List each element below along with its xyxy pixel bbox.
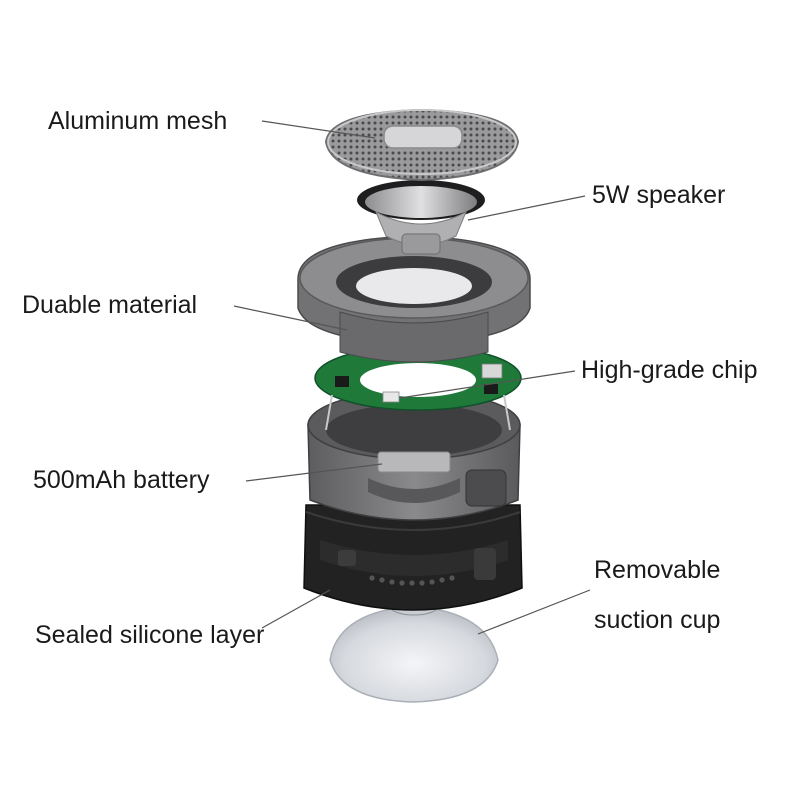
battery-housing-part	[307, 390, 521, 521]
leader-line-silicone	[261, 589, 331, 629]
leader-line-battery	[245, 463, 383, 482]
label-suction-cup-line1: Removable	[594, 556, 721, 584]
label-chip: High-grade chip	[581, 356, 758, 384]
label-suction-cup-line2: suction cup	[594, 606, 721, 634]
label-battery: 500mAh battery	[33, 466, 210, 494]
durable-ring-part	[297, 235, 531, 363]
leader-line-suction	[477, 589, 591, 635]
aluminum-mesh-part	[324, 108, 520, 182]
leader-line-mesh	[261, 120, 376, 139]
label-aluminum-mesh: Aluminum mesh	[48, 107, 228, 135]
label-durable-material: Duable material	[22, 291, 198, 319]
leader-line-speaker	[467, 195, 586, 221]
label-speaker: 5W speaker	[592, 181, 726, 209]
label-silicone-layer: Sealed silicone layer	[35, 621, 265, 649]
speaker-driver-part	[357, 180, 485, 255]
suction-cup-part	[329, 596, 499, 703]
leader-line-material	[233, 305, 348, 331]
silicone-band-part	[303, 504, 523, 611]
pcb-chip-part	[314, 345, 522, 431]
leader-line-chip	[399, 370, 576, 399]
